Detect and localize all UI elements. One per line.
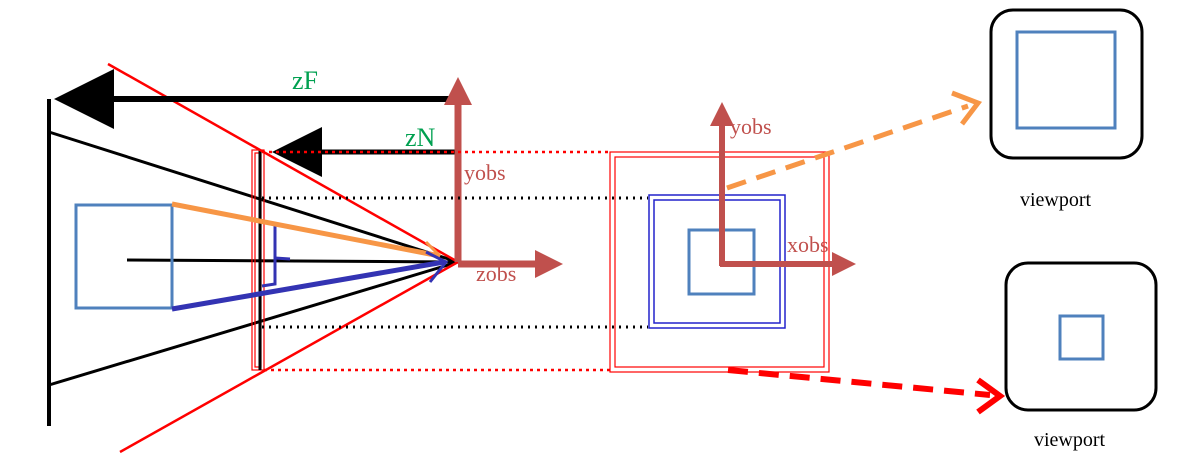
- mapping-arrow-red: [727, 367, 991, 398]
- zF-label: zF: [292, 66, 318, 95]
- mapping-arrow-orange: [726, 103, 969, 191]
- center-line: [126, 258, 459, 264]
- red-clip-line-2: [119, 260, 459, 454]
- projection-ray-blue: [171, 259, 445, 312]
- z-axis-label: zobs: [476, 261, 516, 286]
- red-clip-line-1: [107, 62, 459, 264]
- viewport-top: [989, 8, 1144, 160]
- frustum-edge-bottom: [48, 260, 459, 387]
- mapping-arrow-red-head: [976, 377, 1006, 415]
- projection-ray-orange: [171, 201, 441, 259]
- x-axis-right-label: xobs: [787, 232, 829, 257]
- viewport-top-label: viewport: [1020, 189, 1092, 211]
- viewport-bottom: [1004, 261, 1158, 412]
- viewport-top-content: [1015, 30, 1117, 130]
- mapping-arrow-orange-head: [951, 90, 983, 126]
- zN-label: zN: [405, 123, 436, 152]
- y-axis-left-label: yobs: [464, 160, 506, 185]
- y-axis-right-label: yobs: [730, 114, 772, 139]
- object-square: [74, 203, 174, 310]
- viewport-bottom-label: viewport: [1034, 429, 1106, 451]
- viewport-bottom-content: [1058, 314, 1105, 361]
- orange-arrow-head: [424, 240, 442, 258]
- blue-arrow-head: [425, 250, 449, 283]
- frustum-edge-top: [48, 130, 459, 264]
- projected-object-tick: [274, 256, 291, 261]
